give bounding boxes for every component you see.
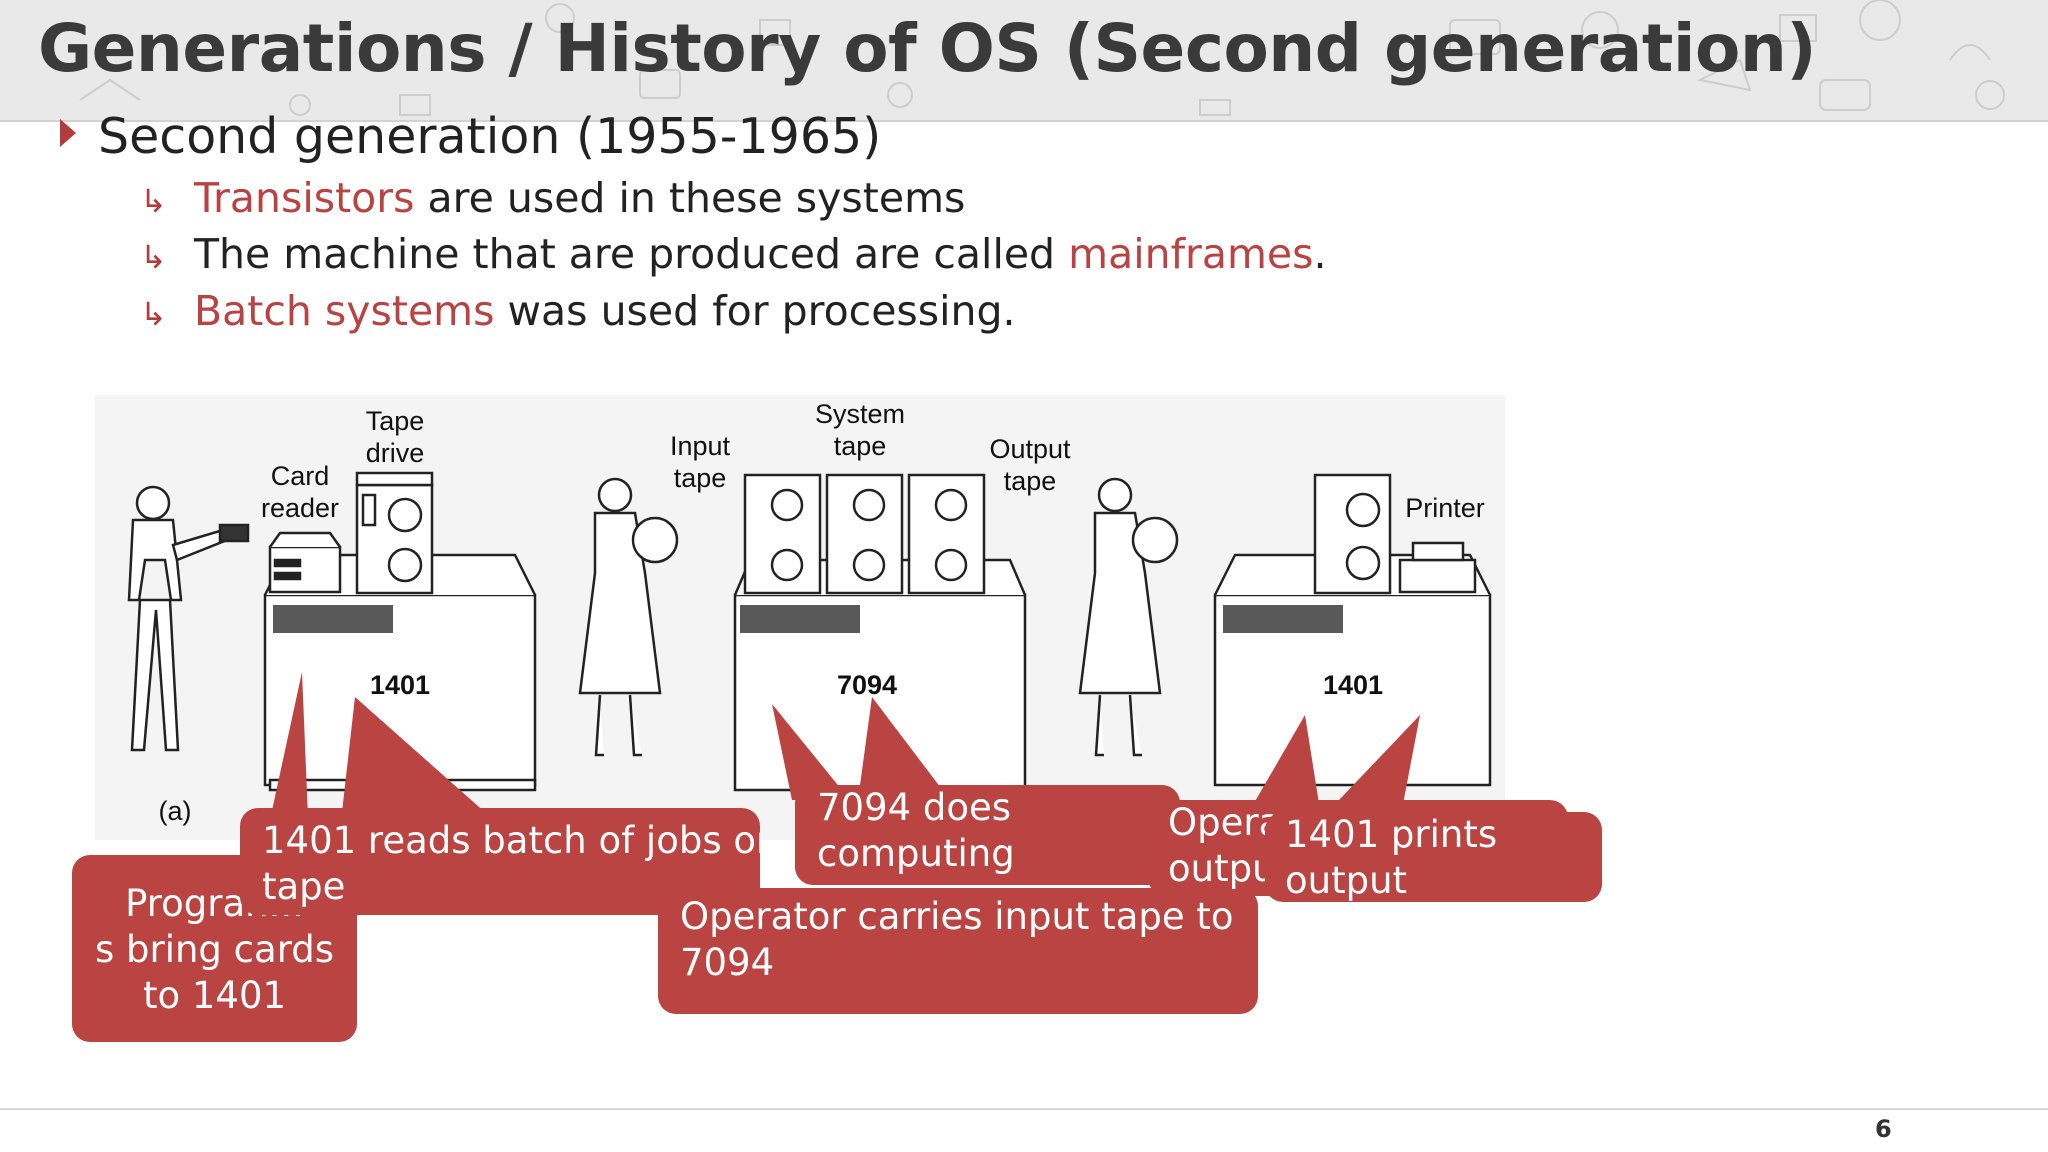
- operator-output-figure: [1078, 477, 1179, 757]
- header-doodle-pattern: [79, 0, 2005, 116]
- label-tape-drive: Tape drive: [365, 406, 425, 468]
- label-input-tape: Input tape: [669, 431, 731, 493]
- callout-operator-carries: Operator carries input tape to 7094: [658, 888, 1258, 1014]
- label-system-tape: System tape: [814, 399, 906, 461]
- hook-arrow-icon: ↳: [140, 238, 167, 276]
- label-card-reader: Card reader: [260, 461, 340, 523]
- callout-does-computing-text: 7094 does computing: [817, 786, 1015, 875]
- sub-bullet-text: was used for processing.: [494, 287, 1016, 335]
- callout-operator-carries-text: Operator carries input tape to 7094: [680, 895, 1234, 984]
- sub-bullet-mainframes: ↳ The machine that are produced are calle…: [140, 230, 1327, 278]
- callout-prints-output: 1401 prints output: [1265, 812, 1602, 902]
- operator-input-figure: [578, 477, 679, 757]
- highlight-batch-systems: Batch systems: [194, 287, 495, 335]
- hook-arrow-icon: ↳: [140, 182, 167, 220]
- sub-bullet-batch-systems: ↳ Batch systems was used for processing.: [140, 287, 1016, 335]
- slide-title: Generations / History of OS (Second gene…: [38, 10, 1817, 87]
- callout-prints-output-text: 1401 prints output: [1285, 813, 1498, 902]
- callout-reads-batch-text: 1401 reads batch of jobs on tape: [262, 819, 760, 908]
- middle-7094-machine: [733, 473, 1027, 792]
- callout-does-computing: 7094 does computing: [795, 785, 1180, 885]
- footer-divider: [0, 1108, 2048, 1110]
- sub-bullet-text: .: [1313, 230, 1327, 278]
- right-1401-machine: [1213, 473, 1492, 787]
- programmer-figure: [127, 485, 250, 752]
- sub-bullet-text: The machine that are produced are called: [194, 230, 1069, 278]
- callout-operator-output-text: Opera outpu: [1168, 801, 1282, 890]
- triangle-bullet-icon: [60, 119, 76, 147]
- hook-arrow-icon: ↳: [140, 295, 167, 333]
- batch-system-diagram: Tape drive Card reader Input tape System…: [95, 395, 1505, 840]
- label-machine-middle: 7094: [837, 670, 898, 700]
- bullet-second-generation: Second generation (1955-1965): [60, 108, 881, 165]
- label-printer: Printer: [1405, 493, 1485, 523]
- label-machine-right: 1401: [1323, 670, 1384, 700]
- label-output-tape: Output tape: [989, 434, 1071, 496]
- highlight-transistors: Transistors: [194, 174, 415, 222]
- highlight-mainframes: mainframes: [1068, 230, 1314, 278]
- label-panel-a: (a): [158, 796, 192, 826]
- header-band: Generations / History of OS (Second gene…: [0, 0, 2048, 122]
- label-machine-left: 1401: [370, 670, 431, 700]
- sub-bullet-text: are used in these systems: [414, 174, 966, 222]
- page-number: 6: [1875, 1115, 1892, 1143]
- sub-bullet-transistors: ↳ Transistors are used in these systems: [140, 174, 965, 222]
- callout-programmers-text: Progran... s bring cards to 1401: [94, 882, 335, 1017]
- bullet-main-text: Second generation (1955-1965): [98, 108, 882, 165]
